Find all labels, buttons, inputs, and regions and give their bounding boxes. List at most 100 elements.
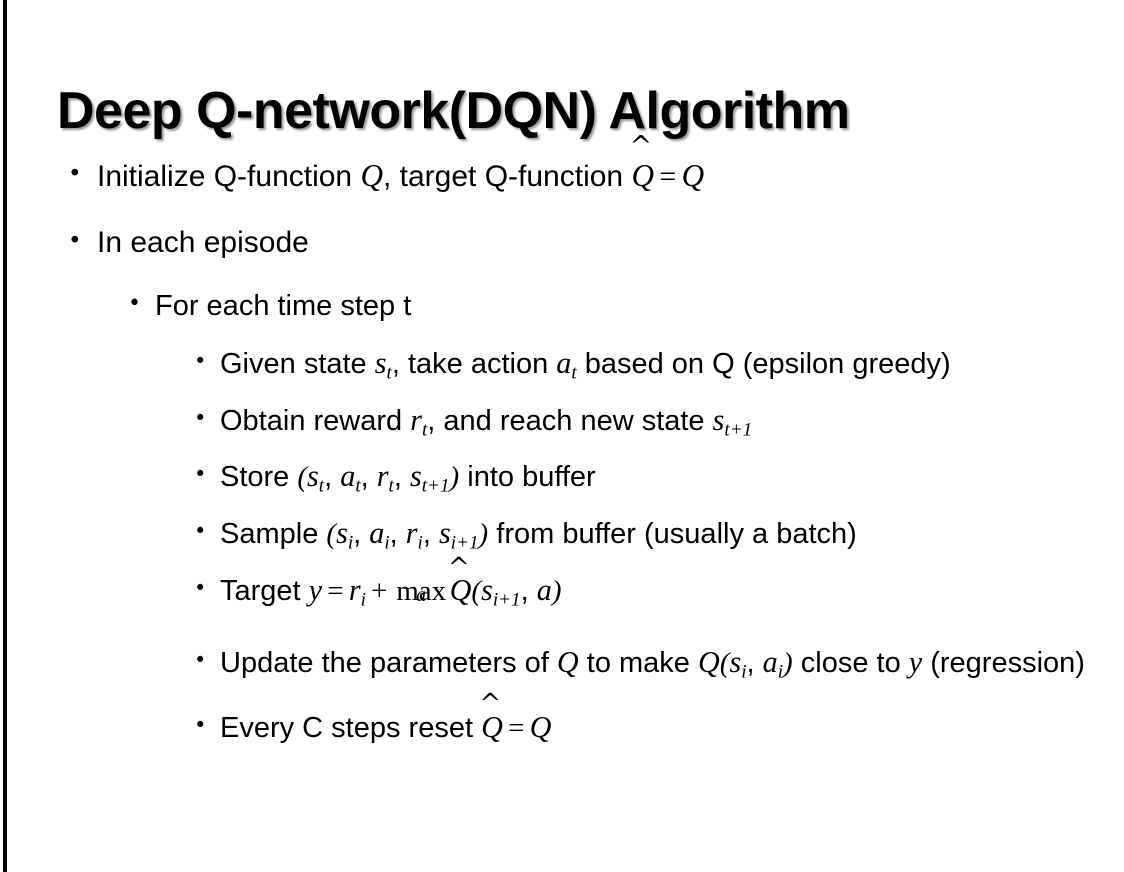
- math-paren-close: ): [478, 518, 489, 551]
- math-subscript-i-plus-1: i+1: [450, 532, 479, 554]
- math-var-r: r: [348, 572, 361, 607]
- math-subscript-i: i: [347, 532, 354, 554]
- math-subscript-t: t: [386, 362, 392, 384]
- math-paren-close: ): [551, 574, 562, 607]
- math-var-q-hat: ^Q: [479, 691, 503, 751]
- text-run: , target Q-function: [382, 160, 632, 193]
- bullet-dot-icon: •: [194, 462, 207, 487]
- list-item-for-each-time-step: • For each time step t: [0, 277, 1124, 335]
- slide-left-edge-stripe: [3, 0, 7, 872]
- text-run: ,: [360, 461, 377, 494]
- text-run: , take action: [391, 348, 557, 380]
- math-subscript-t: t: [421, 419, 428, 441]
- bullet-dot-icon: •: [194, 349, 207, 373]
- text-run: Obtain reward: [220, 404, 411, 437]
- math-paren-close: ): [783, 646, 793, 679]
- bullet-dot-icon: •: [194, 712, 207, 737]
- math-var-a: a: [556, 346, 572, 380]
- circumflex-accent-icon: ^: [479, 689, 502, 720]
- math-var-s: s: [307, 459, 319, 494]
- math-subscript-i: i: [360, 589, 366, 611]
- math-op-equals: =: [508, 711, 525, 744]
- math-var-q: Q: [681, 158, 705, 193]
- text-run: Store: [220, 461, 298, 494]
- math-paren-open: (: [297, 461, 308, 494]
- math-var-y: y: [308, 572, 323, 607]
- list-item-sample-batch: • Sample (si, ai, ri, si+1) from buffer …: [0, 510, 1124, 567]
- math-paren-open: (: [719, 646, 730, 679]
- math-subscript-t-plus-1: t+1: [421, 476, 450, 498]
- math-var-a: a: [369, 516, 385, 551]
- text-run: based on Q (epsilon greedy): [576, 348, 951, 380]
- text-run: close to: [792, 646, 909, 679]
- slide-body: • Initialize Q-function Q, target Q-func…: [0, 133, 1124, 752]
- text-run: ,: [746, 646, 763, 679]
- list-item-label: Initialize Q-function Q, target Q-functi…: [97, 133, 1124, 207]
- text-run: ,: [324, 461, 341, 494]
- text-run: Target: [220, 574, 309, 607]
- math-op-max-limit: a: [416, 583, 427, 606]
- text-run: from buffer (usually a batch): [488, 518, 857, 551]
- text-run: Initialize Q-function: [97, 160, 361, 193]
- math-var-s: s: [439, 516, 451, 551]
- math-var-q: Q: [481, 709, 503, 744]
- math-var-a: a: [340, 459, 356, 494]
- math-subscript-t: t: [571, 362, 577, 384]
- math-var-r: r: [410, 402, 422, 437]
- math-op-plus: +: [371, 574, 388, 607]
- math-var-q: Q: [631, 158, 654, 193]
- text-run: into buffer: [459, 461, 596, 494]
- list-item-in-each-episode: • In each episode: [0, 213, 1124, 273]
- bullet-dot-icon: •: [194, 575, 207, 600]
- bullet-dot-icon: •: [68, 161, 82, 187]
- math-var-s: s: [481, 572, 493, 607]
- math-subscript-t: t: [318, 476, 325, 498]
- list-item-label: Update the parameters of Q to make Q(si,…: [220, 639, 1094, 696]
- list-item-given-state: • Given state st, take action at based o…: [0, 340, 1124, 397]
- list-item-label: Sample (si, ai, ri, si+1) from buffer (u…: [220, 510, 1094, 567]
- math-var-s: s: [712, 402, 725, 437]
- list-item-update-parameters: • Update the parameters of Q to make Q(s…: [0, 639, 1124, 696]
- math-var-s: s: [729, 644, 742, 679]
- math-var-s: s: [374, 346, 387, 380]
- list-item-label: Given state st, take action at based on …: [220, 340, 1094, 397]
- math-subscript-i: i: [384, 532, 390, 554]
- list-item-store-transition: • Store (st, at, rt, st+1) into buffer: [0, 453, 1124, 510]
- math-subscript-t: t: [355, 476, 361, 498]
- math-subscript-t: t: [388, 476, 394, 498]
- text-run: Sample: [220, 518, 327, 551]
- math-op-equals: =: [327, 574, 344, 607]
- circumflex-accent-icon: ^: [447, 552, 470, 583]
- list-item-obtain-reward: • Obtain reward rt, and reach new state …: [0, 397, 1124, 454]
- list-item-label: Every C steps reset ^Q=Q: [220, 691, 1094, 752]
- math-var-a: a: [536, 572, 552, 607]
- math-subscript-i: i: [417, 532, 423, 554]
- math-var-q: Q: [556, 644, 579, 679]
- bullet-dot-icon: •: [194, 647, 207, 672]
- circumflex-accent-icon: ^: [629, 131, 653, 163]
- text-run: ,: [422, 518, 439, 551]
- list-item-label: For each time step t: [155, 290, 412, 322]
- math-var-s: s: [409, 459, 422, 494]
- text-run: ,: [389, 518, 406, 551]
- list-item-label: In each episode: [97, 226, 309, 259]
- bullet-dot-icon: •: [128, 291, 141, 316]
- math-var-r: r: [405, 516, 418, 551]
- math-paren-close: ): [449, 461, 460, 494]
- math-var-q-hat: ^Q: [448, 555, 472, 614]
- math-var-q: Q: [529, 709, 552, 744]
- text-run: to make: [578, 646, 698, 679]
- bullet-dot-icon: •: [68, 228, 82, 254]
- math-subscript-i: i: [741, 661, 747, 683]
- math-subscript-t-plus-1: t+1: [724, 419, 753, 441]
- math-var-q: Q: [449, 572, 472, 607]
- bullet-dot-icon: •: [194, 405, 207, 430]
- text-run: ,: [353, 518, 370, 551]
- page-title: Deep Q-network(DQN) Algorithm: [57, 81, 850, 140]
- math-var-a: a: [762, 644, 778, 679]
- math-var-q: Q: [360, 158, 383, 193]
